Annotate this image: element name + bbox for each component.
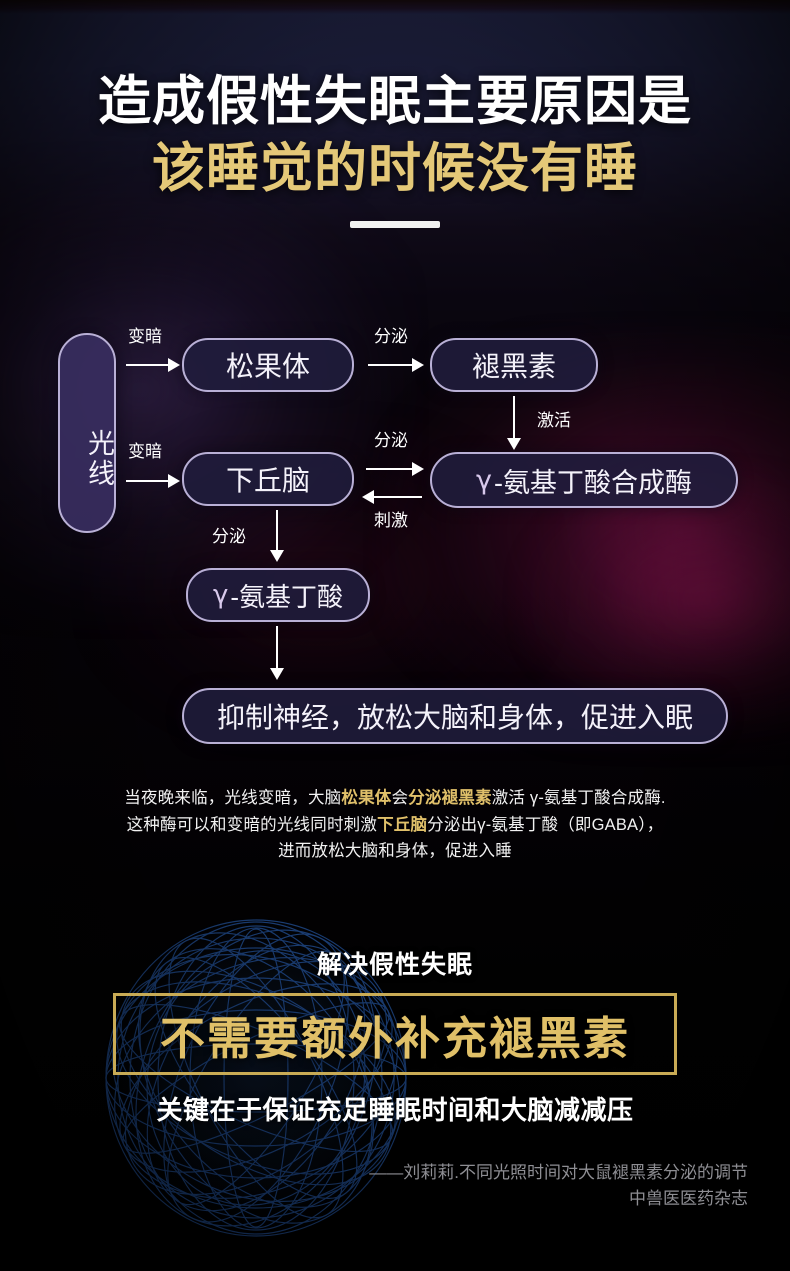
edge-line-pineal-to-melatonin	[368, 364, 414, 366]
conclusion-tagline: 关键在于保证充足睡眠时间和大脑减减压	[156, 1095, 634, 1125]
flow-node-gaba-synthase: γ-氨基丁酸合成酶	[430, 452, 738, 508]
paragraph-highlight-hypothalamus: 下丘脑	[377, 815, 428, 834]
flow-node-result: 抑制神经，放松大脑和身体，促进入眠	[182, 688, 728, 744]
arrowhead-down-icon	[507, 438, 521, 450]
title-divider	[350, 220, 440, 228]
flow-node-pineal-gland: 松果体	[182, 338, 354, 392]
flow-node-light: 光线	[58, 333, 116, 533]
gamma-symbol: γ	[476, 464, 492, 496]
edge-label-light-to-hypothalamus: 变暗	[128, 442, 162, 461]
edge-label-enzyme-to-hypothalamus: 刺激	[374, 511, 408, 530]
paragraph-l2-a: 这种酶可以和变暗的光线同时刺激	[126, 815, 378, 834]
citation-line-1: ——刘莉莉.不同光照时间对大鼠褪黑素分泌的调节	[369, 1163, 748, 1182]
citation-line-2: 中兽医医药杂志	[629, 1188, 748, 1208]
edge-line-melatonin-to-enzyme	[513, 396, 515, 440]
page-title: 造成假性失眠主要原因是 该睡觉的时候没有睡	[0, 72, 790, 228]
paragraph-l1-e: 激活 γ-氨基丁酸合成酶.	[491, 789, 666, 807]
edge-line-light-to-pineal	[126, 364, 170, 366]
arrowhead-left-icon	[362, 490, 374, 504]
paragraph-highlight-melatonin: 分泌褪黑素	[408, 789, 492, 807]
paragraph-l1-c: 会	[391, 789, 409, 807]
arrowhead-right-icon	[412, 462, 424, 476]
edge-label-light-to-pineal: 变暗	[128, 327, 162, 346]
title-line-1: 造成假性失眠主要原因是	[98, 72, 692, 131]
edge-label-pineal-to-melatonin: 分泌	[374, 327, 408, 346]
arrowhead-down-icon	[270, 668, 284, 680]
edge-label-hypothalamus-to-gaba: 分泌	[212, 527, 246, 546]
paragraph-l1-a: 当夜晚来临，光线变暗，大脑	[124, 789, 342, 807]
paragraph-l3: 进而放松大脑和身体，促进入睡	[278, 842, 512, 861]
conclusion-headline-box: 不需要额外补充褪黑素	[113, 993, 677, 1075]
gamma-symbol: γ	[212, 580, 229, 610]
paragraph-l2-c: 分泌出γ-氨基丁酸（即GABA），	[427, 815, 664, 834]
citation: ——刘莉莉.不同光照时间对大鼠褪黑素分泌的调节 中兽医医药杂志	[0, 1160, 748, 1211]
flowchart: 光线 松果体 褪黑素 下丘脑 γ-氨基丁酸合成酶 γ-氨基丁酸 抑制神经，放松大…	[0, 300, 790, 770]
title-line-2: 该睡觉的时候没有睡	[152, 139, 638, 199]
edge-line-light-to-hypothalamus	[126, 480, 170, 482]
edge-line-hypothalamus-to-gaba	[276, 510, 278, 552]
edge-label-melatonin-to-enzyme: 激活	[537, 411, 571, 430]
flow-node-gaba-synthase-label: -氨基丁酸合成酶	[493, 467, 692, 498]
arrowhead-right-icon	[412, 358, 424, 372]
edge-line-hypothalamus-to-enzyme	[366, 468, 414, 470]
edge-label-hypothalamus-to-enzyme: 分泌	[374, 431, 408, 450]
arrowhead-down-icon	[270, 550, 284, 562]
arrowhead-right-icon	[168, 474, 180, 488]
flow-node-melatonin: 褪黑素	[430, 338, 598, 392]
paragraph-highlight-pineal: 松果体	[341, 789, 392, 807]
flow-node-gaba: γ-氨基丁酸	[186, 568, 370, 622]
conclusion-headline: 不需要额外补充褪黑素	[159, 1012, 630, 1064]
conclusion-kicker: 解决假性失眠	[316, 951, 473, 979]
arrowhead-right-icon	[168, 358, 180, 372]
edge-line-enzyme-to-hypothalamus	[374, 496, 422, 498]
flow-node-hypothalamus: 下丘脑	[182, 452, 354, 506]
explanation-paragraph: 当夜晚来临，光线变暗，大脑松果体会分泌褪黑素激活 γ-氨基丁酸合成酶. 这种酶可…	[50, 785, 740, 865]
flow-node-gaba-label: -氨基丁酸	[230, 581, 344, 612]
edge-line-gaba-to-result	[276, 626, 278, 672]
